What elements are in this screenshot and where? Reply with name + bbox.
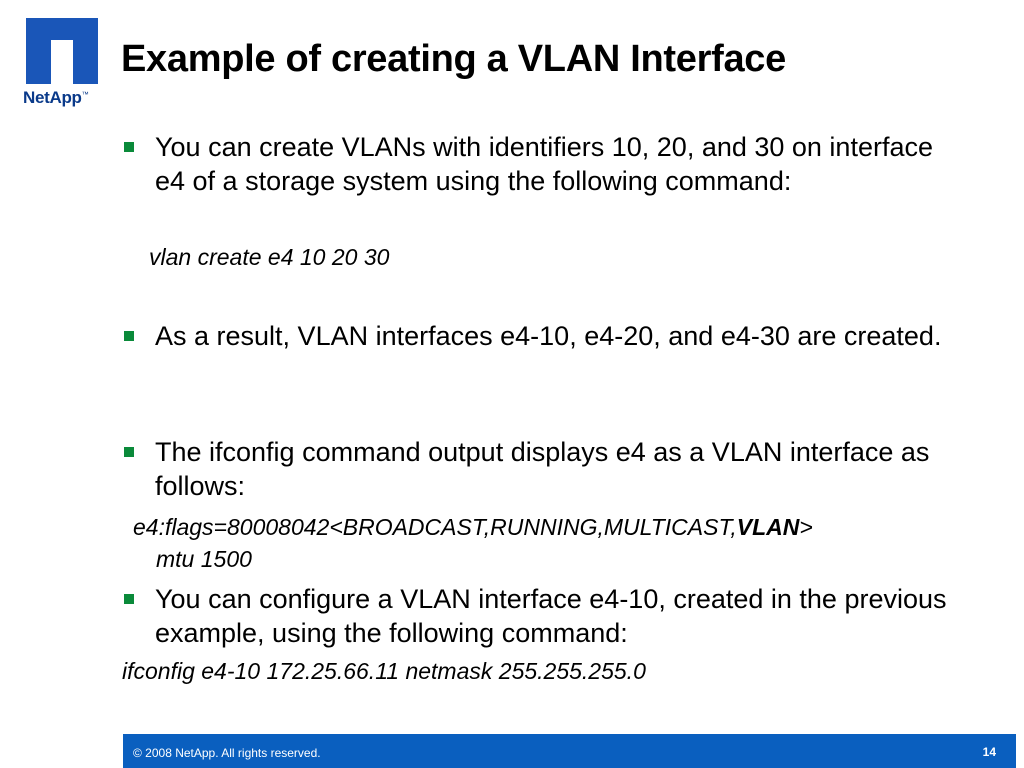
brand-trademark: ™ (81, 91, 89, 99)
bullet-text: The ifconfig command output displays e4 … (155, 437, 930, 501)
code-flags-line: e4:flags=80008042<BROADCAST,RUNNING,MULT… (133, 512, 813, 542)
bullet-item: You can create VLANs with identifiers 10… (124, 130, 964, 198)
bullet-item: You can configure a VLAN interface e4-10… (124, 582, 964, 650)
bullet-text: You can create VLANs with identifiers 10… (155, 132, 933, 196)
code-flags-prefix: e4:flags=80008042<BROADCAST,RUNNING,MULT… (133, 514, 737, 540)
bullet-item: The ifconfig command output displays e4 … (124, 435, 964, 503)
bullet-square-icon (124, 142, 134, 152)
bullet-text: You can configure a VLAN interface e4-10… (155, 584, 947, 648)
bullet-item: As a result, VLAN interfaces e4-10, e4-2… (124, 319, 964, 353)
code-flags-suffix: > (799, 514, 813, 540)
footer-bar: © 2008 NetApp. All rights reserved. 14 (123, 734, 1016, 768)
code-vlan-create: vlan create e4 10 20 30 (149, 244, 390, 270)
slide-title: Example of creating a VLAN Interface (121, 38, 786, 80)
code-flags-mtu: mtu 1500 (156, 546, 252, 572)
bullet-square-icon (124, 594, 134, 604)
brand-name: NetApp (23, 88, 82, 107)
netapp-n-logo-icon (26, 18, 98, 84)
bullet-text: As a result, VLAN interfaces e4-10, e4-2… (155, 321, 942, 351)
page-number: 14 (982, 745, 996, 759)
footer-copyright: © 2008 NetApp. All rights reserved. (133, 746, 321, 760)
code-ifconfig: ifconfig e4-10 172.25.66.11 netmask 255.… (122, 658, 646, 684)
bullet-square-icon (124, 331, 134, 341)
brand-logo-text: NetApp™ (23, 88, 89, 108)
code-flags-bold: VLAN (736, 514, 800, 540)
bullet-square-icon (124, 447, 134, 457)
